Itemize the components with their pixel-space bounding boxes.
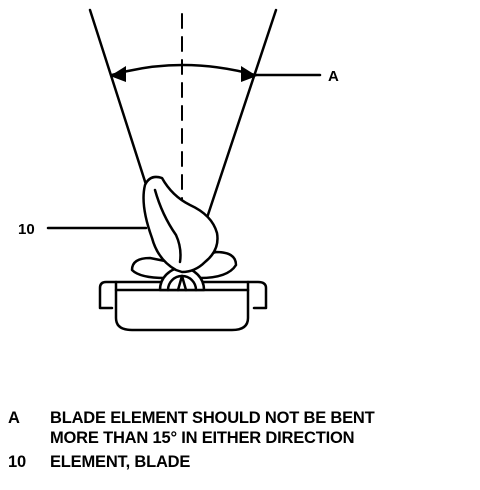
angle-callout-label: A <box>328 68 339 85</box>
legend-row-a: A BLADE ELEMENT SHOULD NOT BE BENT MORE … <box>6 408 476 448</box>
blade-element-diagram: A 10 <box>18 8 339 332</box>
right-arrowhead <box>241 66 257 82</box>
right-tab <box>246 280 268 310</box>
pivot-mark-left <box>176 274 184 292</box>
pivot-mark-right <box>180 274 188 292</box>
legend-text: ELEMENT, BLADE <box>50 453 191 471</box>
blade-callout-label: 10 <box>18 221 35 238</box>
legend-text: BLADE ELEMENT SHOULD NOT BE BENT MORE TH… <box>50 409 375 447</box>
base-body <box>114 280 250 332</box>
left-tab <box>98 280 118 310</box>
legend-key: A <box>8 409 20 427</box>
blade-element <box>142 175 219 274</box>
legend-key: 10 <box>8 453 26 471</box>
legend-row-10: 10 ELEMENT, BLADE <box>6 452 476 472</box>
left-wing-clip <box>130 256 172 280</box>
angle-arc <box>110 63 257 77</box>
blade-inner-fold <box>153 188 182 264</box>
legend: A BLADE ELEMENT SHOULD NOT BE BENT MORE … <box>6 408 476 472</box>
left-arrowhead <box>110 66 126 82</box>
